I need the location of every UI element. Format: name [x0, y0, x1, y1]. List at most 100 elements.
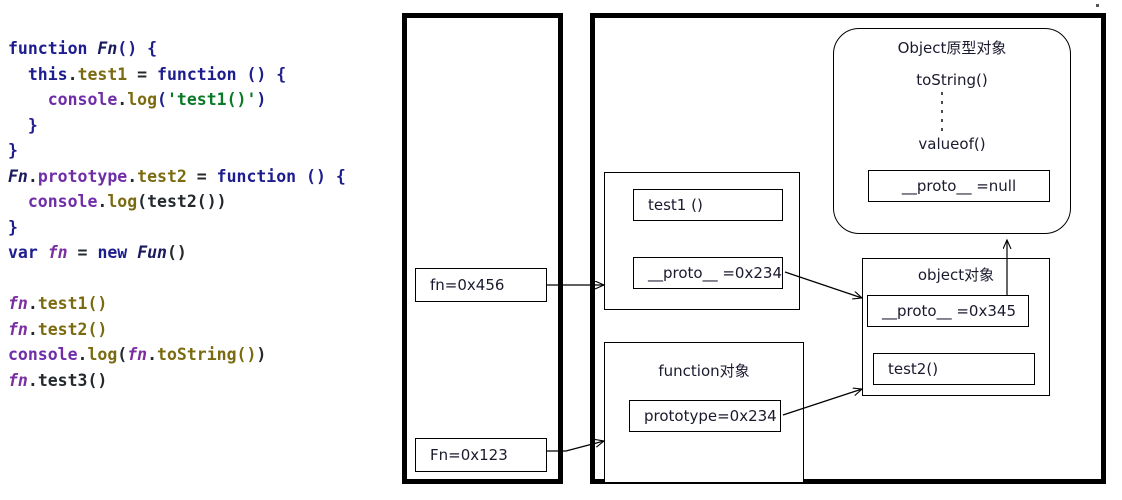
- code-token: }: [8, 115, 38, 135]
- fn-instance-proto-label: __proto__ =0x234: [648, 264, 782, 282]
- code-token: ): [256, 345, 267, 364]
- code-line: this.test1 = function () {: [8, 62, 398, 88]
- code-token: test1: [77, 64, 128, 84]
- code-token: [8, 192, 28, 211]
- code-line: fn.test2(): [8, 317, 398, 343]
- prototype-object-title: object对象: [917, 266, 995, 284]
- prototype-object-test2-label: test2(): [888, 360, 939, 378]
- stray-speck: [1096, 4, 1099, 7]
- code-token: test2: [137, 166, 187, 186]
- code-token: this: [27, 64, 68, 84]
- code-token: () {: [236, 64, 287, 84]
- code-token: 'test1()': [166, 90, 257, 109]
- object-prototype-proto-null-slot: __proto__ =null: [868, 170, 1050, 202]
- code-token: [38, 243, 48, 262]
- code-line: }: [8, 138, 398, 164]
- code-token: console: [47, 90, 118, 109]
- code-line: console.log(fn.toString()): [8, 342, 398, 368]
- fn-instance-proto-slot: __proto__ =0x234: [633, 257, 783, 289]
- code-token: Fn: [8, 166, 28, 186]
- code-token: prototype: [37, 166, 128, 186]
- code-line: function Fn() {: [8, 36, 398, 62]
- code-line: [8, 266, 398, 292]
- code-token: .: [117, 90, 128, 109]
- code-token: .: [27, 294, 38, 313]
- code-listing: function Fn() { this.test1 = function ()…: [8, 36, 398, 393]
- code-line: var fn = new Fun(): [8, 240, 398, 266]
- code-token: console: [8, 345, 78, 364]
- code-token: toString(): [157, 345, 257, 364]
- code-token: () {: [117, 39, 158, 58]
- code-token: fn: [47, 243, 68, 262]
- code-token: Fn: [97, 39, 118, 58]
- prototype-object-proto-label: __proto__ =0x345: [882, 302, 1016, 320]
- object-prototype-tostring: toString(): [916, 71, 988, 89]
- object-prototype-box: [833, 28, 1071, 234]
- code-token: .: [67, 64, 78, 84]
- object-prototype-valueof: valueof(): [918, 135, 986, 153]
- stack-slot-Fn-label: Fn=0x123: [430, 446, 508, 464]
- code-token: .: [97, 192, 108, 211]
- code-line: }: [8, 113, 398, 139]
- code-token: .: [127, 166, 138, 186]
- code-token: .: [147, 345, 158, 364]
- code-token: =: [186, 166, 217, 186]
- object-prototype-title: Object原型对象: [897, 39, 1007, 57]
- heap-frame: [590, 13, 1106, 484]
- code-token: }: [8, 141, 18, 160]
- object-prototype-proto-null-label: __proto__ =null: [901, 177, 1017, 195]
- stack-slot-fn: fn=0x456: [415, 268, 547, 302]
- code-token: function: [157, 64, 237, 84]
- code-token: function: [8, 39, 88, 58]
- code-token: .: [27, 319, 38, 339]
- function-object-prototype-slot: prototype=0x234: [629, 400, 781, 432]
- code-line: }: [8, 215, 398, 241]
- code-token: .: [27, 370, 38, 390]
- code-token: var: [8, 243, 38, 262]
- code-token: function: [216, 166, 297, 186]
- stack-slot-fn-label: fn=0x456: [430, 276, 505, 294]
- code-line: fn.test1(): [8, 291, 398, 317]
- code-token: [8, 65, 28, 84]
- code-token: [127, 243, 137, 262]
- code-line: Fn.prototype.test2 = function () {: [8, 164, 398, 190]
- code-line: console.log(test2()): [8, 189, 398, 215]
- code-token: (: [157, 90, 167, 109]
- prototype-object-proto-slot: __proto__ =0x345: [867, 295, 1029, 327]
- code-token: console: [27, 192, 98, 211]
- fn-instance-test1-slot: test1 (): [633, 189, 783, 221]
- prototype-object-test2-slot: test2(): [873, 353, 1035, 385]
- stack-slot-Fn: Fn=0x123: [415, 438, 547, 472]
- code-token: log: [87, 345, 118, 364]
- code-token: ): [256, 90, 267, 109]
- code-token: log: [127, 90, 158, 109]
- code-token: fn: [127, 345, 148, 364]
- code-token: (: [117, 345, 128, 364]
- code-token: }: [8, 217, 18, 237]
- code-token: =: [67, 243, 98, 262]
- code-token: () {: [296, 166, 346, 186]
- code-token: test1(): [37, 294, 108, 313]
- code-token: (): [167, 243, 187, 262]
- code-token: fn: [8, 370, 28, 390]
- code-token: .: [77, 345, 88, 364]
- function-object-prototype-label: prototype=0x234: [644, 407, 777, 425]
- code-token: Fun: [137, 243, 167, 262]
- code-token: [87, 39, 97, 58]
- code-line: fn.test3(): [8, 368, 398, 394]
- code-token: fn: [8, 294, 28, 313]
- code-token: log: [107, 192, 138, 211]
- code-token: test3(): [37, 370, 108, 390]
- code-token: [8, 90, 48, 109]
- code-token: [8, 269, 18, 288]
- fn-instance-test1-label: test1 (): [648, 196, 703, 214]
- code-token: fn: [8, 319, 28, 339]
- stack-frame: [402, 13, 563, 484]
- code-token: test2(): [37, 319, 108, 339]
- code-token: (test2()): [137, 192, 227, 211]
- code-token: .: [27, 166, 38, 186]
- code-token: =: [127, 64, 158, 84]
- code-line: console.log('test1()'): [8, 87, 398, 113]
- function-object-title: function对象: [658, 362, 750, 380]
